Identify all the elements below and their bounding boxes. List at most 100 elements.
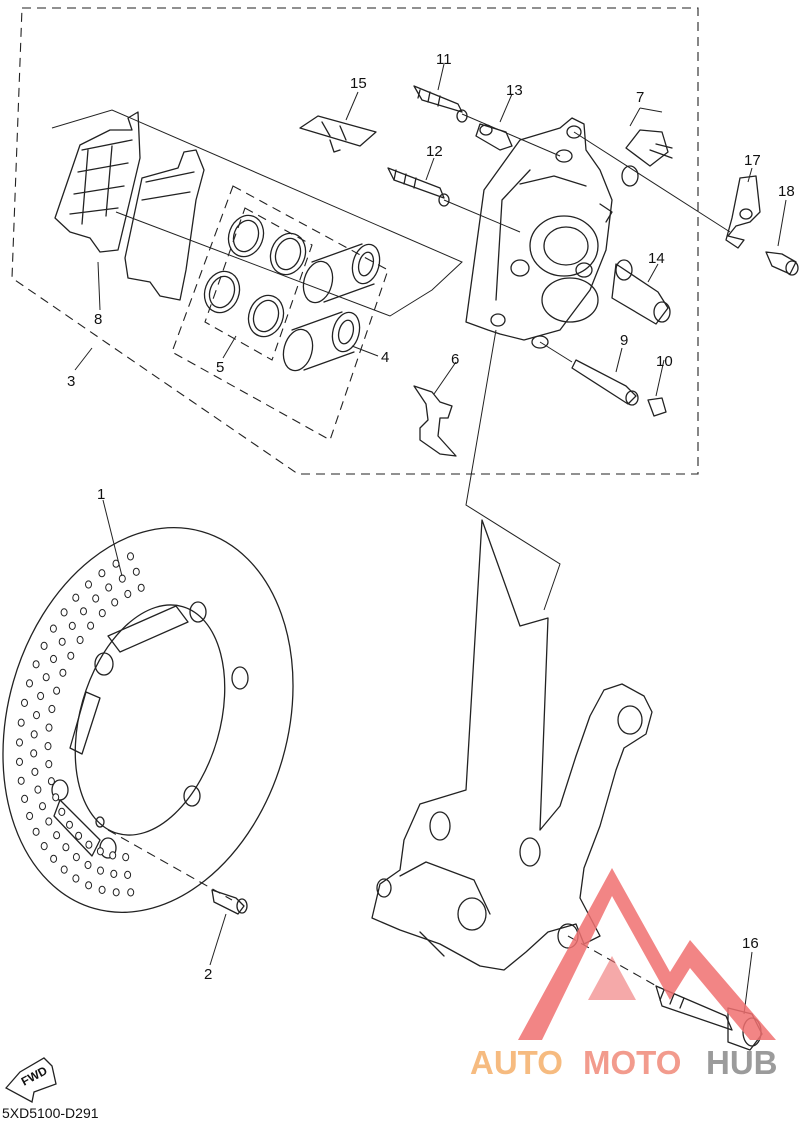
logo-triangle-icon	[518, 868, 776, 1040]
disc-bolt-line	[107, 829, 233, 901]
brake-disc	[2, 527, 294, 913]
disc-vent-hole	[92, 594, 100, 603]
disc-vent-hole	[40, 842, 48, 851]
disc-vent-hole	[68, 621, 76, 631]
disc-vent-hole	[47, 777, 55, 786]
disc-vent-hole	[85, 840, 93, 849]
callout-leaders	[74, 63, 787, 1015]
disc-vent-hole	[21, 794, 29, 804]
callout-2: 2	[204, 966, 212, 983]
brake-pad-inner	[124, 149, 205, 301]
disc-vent-hole	[97, 866, 104, 875]
callout-10: 10	[656, 353, 673, 370]
callout-14: 14	[648, 250, 665, 267]
caliper-pin-bolt	[611, 259, 671, 325]
disc-vent-hole	[84, 860, 92, 870]
disc-vent-hole	[127, 888, 135, 897]
assembly-line-bracket	[573, 131, 731, 233]
disc-vent-hole	[45, 817, 53, 826]
bleed-cap	[647, 397, 667, 417]
seal-rings	[203, 214, 307, 338]
disc-vent-hole	[58, 807, 66, 817]
disc-vent-holes	[16, 552, 145, 897]
fwd-arrow-icon: FWD	[4, 1057, 57, 1103]
disc-vent-hole	[66, 820, 73, 829]
disc-vent-hole	[53, 831, 61, 840]
disc-vent-hole	[98, 609, 106, 618]
disc-vent-hole	[26, 811, 34, 821]
disc-vent-hole	[80, 607, 87, 616]
pad-pin-upper	[413, 85, 468, 123]
disc-vent-hole	[85, 881, 93, 890]
disc-vent-hole	[124, 870, 132, 880]
callout-16: 16	[742, 935, 759, 952]
caliper-assembly-boundary	[11, 7, 699, 475]
disc-vent-hole	[85, 580, 92, 589]
assembly-line-pin2	[443, 199, 521, 233]
disc-vent-hole	[21, 698, 28, 708]
seal-kit-inner-boundary	[204, 207, 313, 361]
callout-8: 8	[94, 311, 102, 328]
disc-vent-hole	[50, 854, 58, 863]
caliper-to-fork-line	[465, 329, 561, 611]
callout-13: 13	[506, 82, 523, 99]
disc-vent-hole	[52, 793, 60, 802]
pad-pin-lower	[387, 167, 450, 207]
disc-vent-hole	[67, 651, 75, 660]
disc-vent-hole	[33, 711, 40, 720]
diagram-code: 5XD5100-D291	[2, 1105, 99, 1121]
disc-vent-hole	[37, 691, 45, 701]
callout-6: 6	[451, 351, 459, 368]
callout-7: 7	[636, 89, 644, 106]
disc-vent-hole	[111, 598, 119, 607]
callout-11: 11	[436, 51, 452, 68]
disc-vent-hole	[39, 802, 46, 811]
disc-vent-hole	[127, 552, 134, 561]
disc-vent-hole	[17, 776, 25, 785]
disc-vent-hole	[58, 637, 66, 646]
disc-vent-hole	[42, 673, 50, 682]
disc-vent-hole	[98, 569, 106, 578]
disc-vent-hole	[118, 574, 126, 583]
pad-support	[413, 385, 457, 457]
callout-5: 5	[216, 359, 224, 376]
disc-vent-hole	[76, 635, 84, 645]
disc-vent-hole	[124, 589, 132, 599]
disc-vent-hole	[98, 885, 106, 895]
disc-vent-hole	[50, 654, 57, 664]
disc-vent-hole	[112, 888, 120, 897]
disc-vent-hole	[96, 847, 104, 856]
disc-vent-hole	[109, 851, 117, 860]
disc-vent-hole	[30, 749, 38, 758]
callout-1: 1	[97, 486, 105, 503]
automotohub-logo: AUTO MOTO HUB	[470, 868, 778, 1081]
disc-vent-hole	[45, 760, 53, 769]
logo-word-auto: AUTO	[470, 1044, 563, 1081]
callout-18: 18	[778, 183, 795, 200]
disc-vent-hole	[17, 718, 25, 727]
disc-vent-hole	[60, 865, 68, 874]
disc-vent-hole	[75, 831, 83, 840]
disc-vent-hole	[122, 853, 130, 862]
disc-vent-hole	[48, 704, 56, 714]
caliper-bolt-long	[571, 359, 639, 406]
disc-vent-hole	[87, 621, 95, 630]
disc-vent-hole	[30, 730, 38, 739]
disc-vent-hole	[72, 853, 80, 862]
seal-kit-boundary	[171, 185, 389, 441]
hose-bracket	[725, 175, 761, 249]
disc-vent-hole	[44, 742, 52, 751]
assembly-line-bolt	[539, 341, 573, 363]
disc-bolt	[211, 889, 248, 915]
disc-vent-hole	[53, 686, 61, 695]
logo-word-moto: MOTO	[583, 1044, 681, 1081]
disc-vent-hole	[40, 641, 48, 651]
disc-vent-hole	[72, 593, 80, 602]
disc-vent-hole	[137, 583, 145, 592]
callout-3: 3	[67, 373, 75, 390]
disc-vent-hole	[34, 785, 42, 794]
callout-12: 12	[426, 143, 443, 160]
pad-spring	[299, 115, 377, 153]
